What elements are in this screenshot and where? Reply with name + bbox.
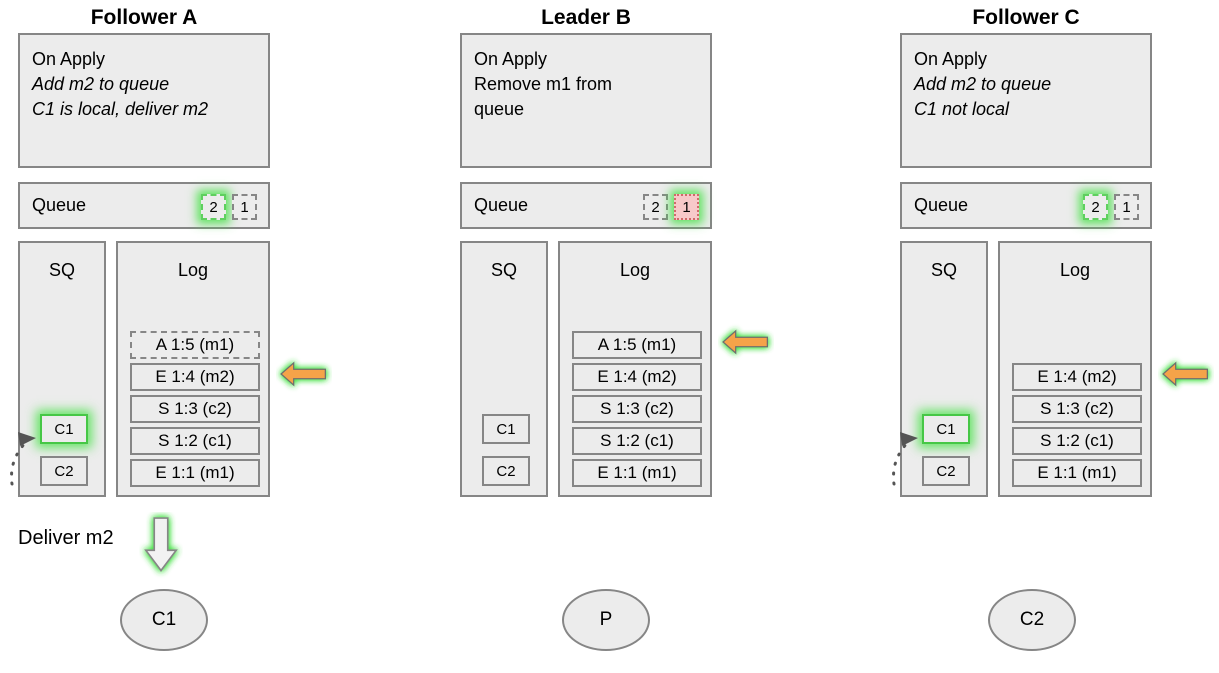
log-entry: S 1:3 (c2) (572, 395, 702, 423)
on-apply-panel-leader-b: On Apply Remove m1 from queue (460, 33, 712, 168)
log-entry: S 1:3 (c2) (130, 395, 260, 423)
sq-chip-c2: C2 (922, 456, 970, 486)
sq-header: SQ (490, 260, 517, 280)
deliver-label-follower-a: Deliver m2 (18, 527, 114, 549)
queue-label: Queue (914, 195, 969, 215)
queue-slot-2: 2 (643, 194, 668, 220)
queue-label: Queue (474, 195, 529, 215)
sq-header: SQ (48, 260, 75, 280)
queue-label: Queue (32, 195, 87, 215)
column-leader-b: Leader B On Apply Remove m1 from queue Q… (460, 0, 769, 673)
sq-panel-leader-b: SQ C1 C2 (460, 241, 548, 497)
log-entry: A 1:5 (m1) (130, 331, 260, 359)
column-follower-a: Follower A On Apply Add m2 to queue C1 i… (10, 0, 327, 673)
sq-chip-c1: C1 (922, 414, 970, 444)
log-entry: S 1:2 (c1) (1012, 427, 1142, 455)
commit-index-arrow-icon-leader-b (722, 329, 769, 355)
queue-slot-1: 1 (674, 194, 699, 220)
log-header: Log (1059, 260, 1091, 280)
log-entry: S 1:2 (c1) (130, 427, 260, 455)
queue-panel-follower-c: Queue 2 1 (900, 182, 1152, 229)
deliver-arrow-icon-follower-a (144, 517, 178, 572)
sq-chip-c2: C2 (40, 456, 88, 486)
sq-chip-c1: C1 (40, 414, 88, 444)
queue-slot-1: 1 (1114, 194, 1139, 220)
sq-panel-follower-c: SQ C1 C2 (900, 241, 988, 497)
log-entry: S 1:2 (c1) (572, 427, 702, 455)
queue-panel-leader-b: Queue 2 1 (460, 182, 712, 229)
on-apply-line: C1 not local (914, 99, 1010, 119)
log-panel-follower-a: Log A 1:5 (m1) E 1:4 (m2) S 1:3 (c2) S 1… (116, 241, 270, 497)
on-apply-line: On Apply (32, 49, 106, 69)
log-entry: E 1:4 (m2) (130, 363, 260, 391)
log-header: Log (177, 260, 209, 280)
sq-chip-c2: C2 (482, 456, 530, 486)
commit-index-arrow-icon-follower-a (280, 361, 327, 387)
on-apply-panel-follower-c: On Apply Add m2 to queue C1 not local (900, 33, 1152, 168)
on-apply-panel-follower-a: On Apply Add m2 to queue C1 is local, de… (18, 33, 270, 168)
on-apply-line: Remove m1 from (474, 74, 613, 94)
log-panel-follower-c: Log E 1:4 (m2) S 1:3 (c2) S 1:2 (c1) E 1… (998, 241, 1152, 497)
queue-slot-1: 1 (232, 194, 257, 220)
on-apply-line: C1 is local, deliver m2 (32, 99, 209, 119)
log-entry: E 1:4 (m2) (572, 363, 702, 391)
log-entry: E 1:1 (m1) (1012, 459, 1142, 487)
session-pointer-icon-follower-c (892, 432, 918, 486)
on-apply-line: Add m2 to queue (914, 74, 1052, 94)
queue-panel-follower-a: Queue 2 1 (18, 182, 270, 229)
client-node-p: P (562, 589, 650, 651)
log-entry: A 1:5 (m1) (572, 331, 702, 359)
log-entry: E 1:1 (m1) (572, 459, 702, 487)
column-title-leader-b: Leader B (541, 6, 631, 29)
log-entry: E 1:1 (m1) (130, 459, 260, 487)
column-title-follower-c: Follower C (972, 6, 1080, 29)
sq-chip-c1: C1 (482, 414, 530, 444)
log-entry: E 1:4 (m2) (1012, 363, 1142, 391)
log-panel-leader-b: Log A 1:5 (m1) E 1:4 (m2) S 1:3 (c2) S 1… (558, 241, 712, 497)
on-apply-line: queue (474, 99, 525, 119)
sq-header: SQ (930, 260, 957, 280)
on-apply-line: Add m2 to queue (32, 74, 170, 94)
sq-panel-follower-a: SQ C1 C2 (18, 241, 106, 497)
client-node-c2: C2 (988, 589, 1076, 651)
queue-slot-2: 2 (1083, 194, 1108, 220)
on-apply-line: On Apply (914, 49, 988, 69)
on-apply-line: On Apply (474, 49, 548, 69)
session-pointer-icon-follower-a (10, 432, 36, 486)
column-follower-c: Follower C On Apply Add m2 to queue C1 n… (892, 0, 1209, 673)
commit-index-arrow-icon-follower-c (1162, 361, 1209, 387)
queue-slot-2: 2 (201, 194, 226, 220)
column-title-follower-a: Follower A (90, 6, 198, 29)
client-node-c1: C1 (120, 589, 208, 651)
log-entry: S 1:3 (c2) (1012, 395, 1142, 423)
log-header: Log (619, 260, 651, 280)
